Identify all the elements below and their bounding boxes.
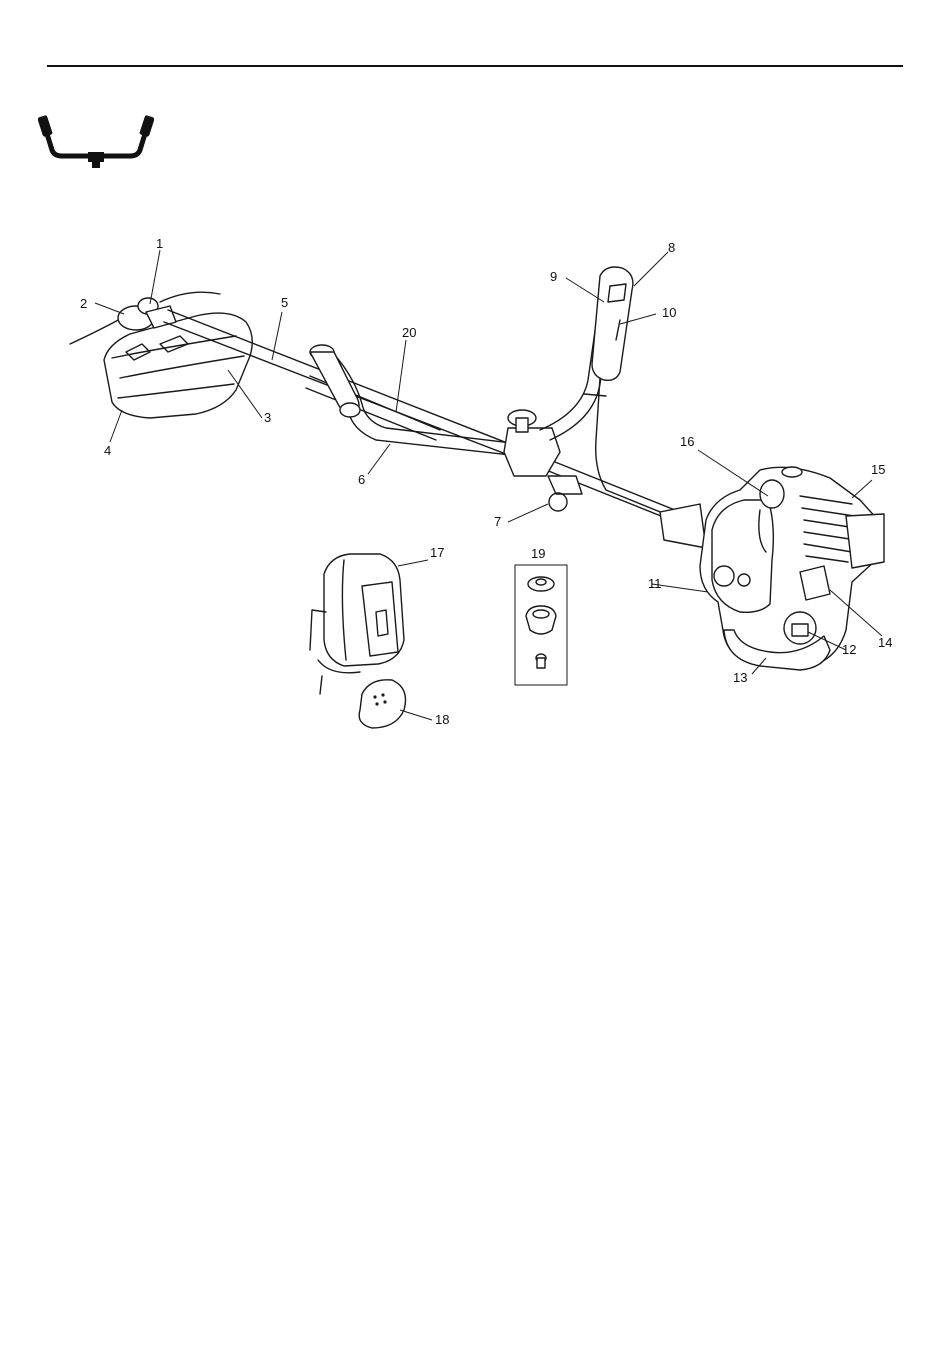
callout-11: 11 <box>648 576 662 591</box>
cutting-head-assembly <box>70 292 252 418</box>
callout-12: 12 <box>842 642 856 657</box>
callout-6: 6 <box>358 472 365 487</box>
callout-10: 10 <box>662 305 676 320</box>
callout-7: 7 <box>494 514 501 529</box>
callout-15: 15 <box>871 462 885 477</box>
callout-2: 2 <box>80 296 87 311</box>
callout-1: 1 <box>156 236 163 251</box>
callout-4: 4 <box>104 443 111 458</box>
blade-fitting-kit <box>515 565 567 685</box>
engine-unit <box>660 467 884 670</box>
callout-19: 19 <box>531 546 545 561</box>
callout-17: 17 <box>430 545 444 560</box>
callout-5: 5 <box>281 295 288 310</box>
callout-9: 9 <box>550 269 557 284</box>
hanger-ring <box>548 476 582 511</box>
throttle-handle <box>540 267 706 548</box>
callout-3: 3 <box>264 410 271 425</box>
handle-bar <box>310 345 520 456</box>
callout-16: 16 <box>680 434 694 449</box>
callout-20: 20 <box>402 325 416 340</box>
handle-clamp <box>504 410 560 476</box>
callout-14: 14 <box>878 635 892 650</box>
shoulder-harness <box>310 554 406 728</box>
callout-13: 13 <box>733 670 747 685</box>
callout-18: 18 <box>435 712 449 727</box>
callout-8: 8 <box>668 240 675 255</box>
